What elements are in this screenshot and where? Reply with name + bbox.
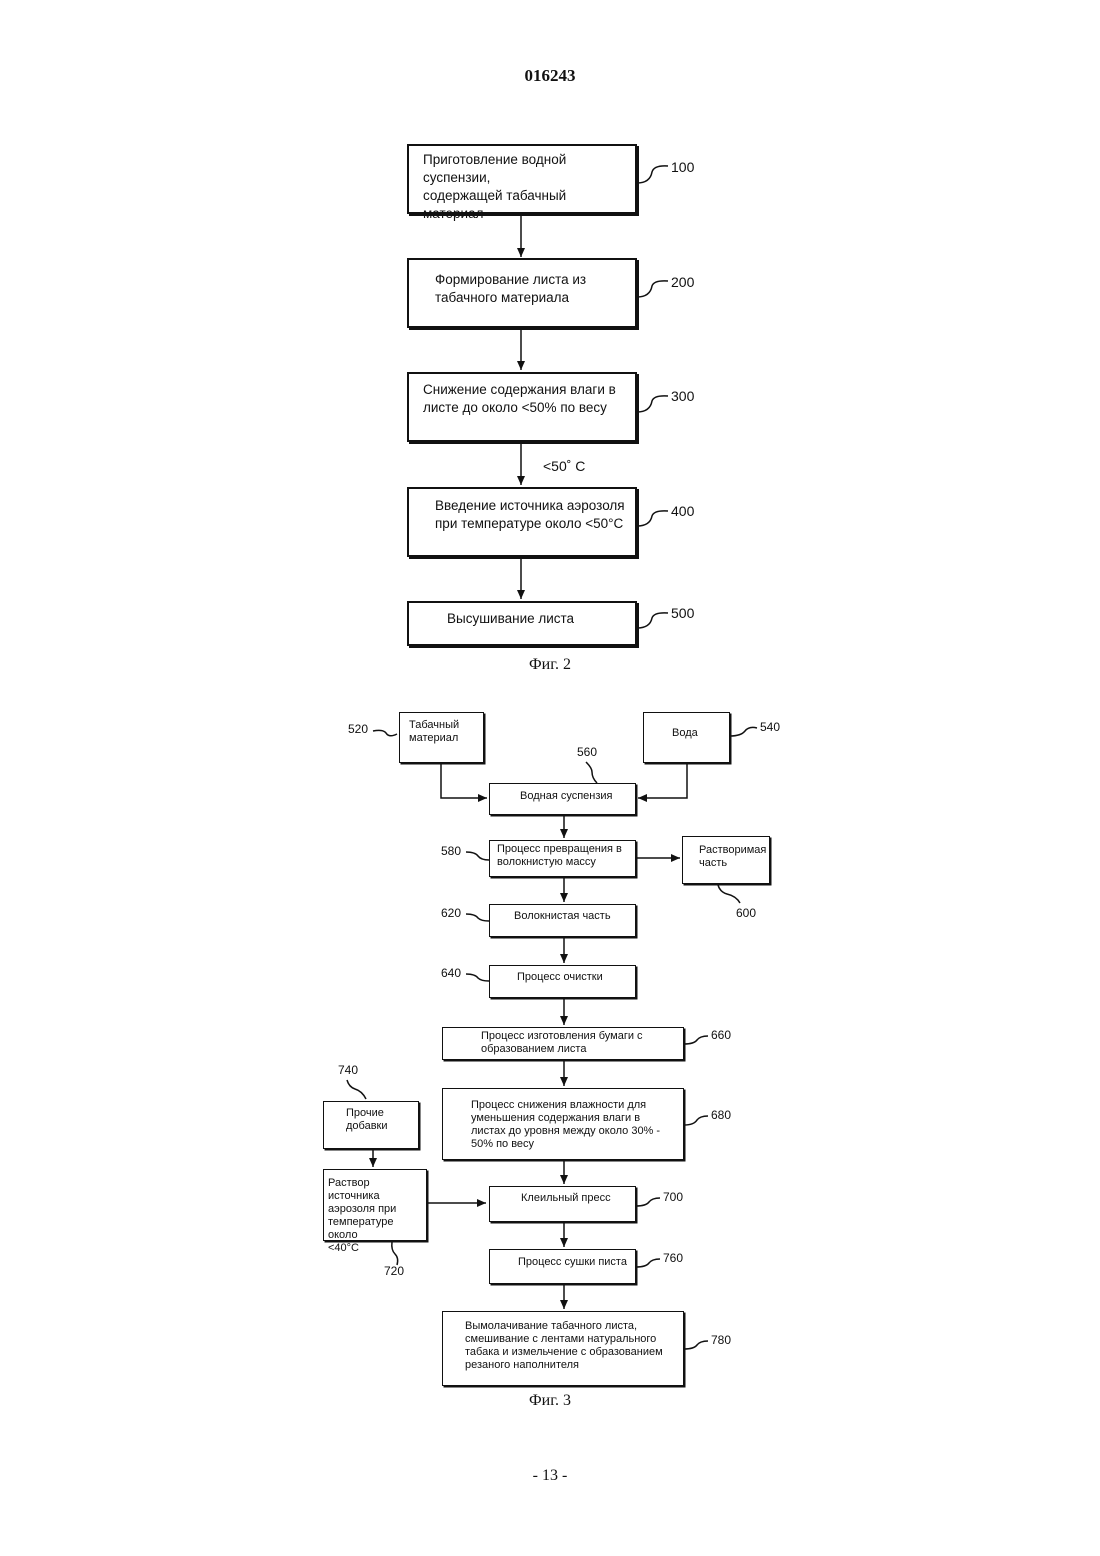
fig3-aqueous-slurry-label: Водная суспензия [520,790,631,803]
fig3-aerosol-solution-label: Раствор источника аэрозоля при температу… [328,1177,424,1255]
fig3-ref-560: 560 [577,745,597,759]
fig3-fibrous-portion-label: Волокнистая часть [514,910,631,923]
fig3-ref-640: 640 [441,966,461,980]
leader-740 [347,1080,366,1099]
fig3-pulping-process-label: Процесс превращения в волокнистую массу [497,843,631,869]
fig3-ref-620: 620 [441,906,461,920]
fig3-water-label: Вода [672,727,725,740]
leader-200 [637,281,668,297]
fig2-ref-300: 300 [671,388,694,404]
leader-680 [684,1116,708,1125]
fig3-aqueous-slurry: Водная суспензия [489,783,636,815]
leader-540 [730,727,757,736]
fig3-ref-740: 740 [338,1063,358,1077]
fig2-step-500: Высушивание листа [407,601,637,646]
fig2-step-500-label: Высушивание листа [447,610,627,628]
leader-560 [586,762,597,783]
fig3-caption: Фиг. 3 [0,1392,1100,1410]
leader-400 [637,511,668,526]
fig3-ref-520: 520 [348,722,368,736]
fig2-step-100: Приготовление водной суспензии, содержащ… [407,144,637,214]
fig2-step-300-label: Снижение содержания влаги в листе до око… [423,381,627,417]
leader-620 [466,914,489,921]
fig3-ref-600: 600 [736,906,756,920]
fig3-other-additives-label: Прочие добавки [346,1107,414,1133]
fig2-temperature-label: <50˚ С [543,458,585,474]
leader-300 [637,396,668,412]
fig2-step-400-label: Введение источника аэрозоля при температ… [435,497,627,533]
fig3-papermaking-process-label: Процесс изготовления бумаги с образовани… [481,1030,679,1056]
fig3-fibrous-portion: Волокнистая часть [489,904,636,937]
fig3-dewatering-process: Процесс снижения влажности для уменьшени… [442,1088,684,1160]
leader-700 [636,1198,660,1206]
fig3-ref-660: 660 [711,1028,731,1042]
fig3-ref-760: 760 [663,1251,683,1265]
fig3-size-press: Клеильный пресс [489,1186,636,1222]
leader-780 [684,1341,708,1349]
fig2-step-200: Формирование листа из табачного материал… [407,258,637,328]
fig2-ref-400: 400 [671,503,694,519]
fig3-soluble-portion-label: Растворимая часть [699,844,765,870]
fig2-ref-200: 200 [671,274,694,290]
fig3-ref-540: 540 [760,720,780,734]
fig3-ref-780: 780 [711,1333,731,1347]
fig3-papermaking-process: Процесс изготовления бумаги с образовани… [442,1027,684,1060]
fig3-tobacco-material-label: Табачный материал [409,719,479,745]
fig3-ref-680: 680 [711,1108,731,1122]
fig3-refining-process-label: Процесс очистки [517,971,631,984]
fig3-ref-720: 720 [384,1264,404,1278]
leader-520 [373,730,397,735]
fig3-pulping-process: Процесс превращения в волокнистую массу [489,840,636,877]
leader-660 [684,1036,708,1044]
leader-640 [466,974,489,981]
fig2-step-400: Введение источника аэрозоля при температ… [407,487,637,557]
fig3-other-additives: Прочие добавки [323,1101,419,1149]
fig2-ref-500: 500 [671,605,694,621]
fig3-final-processing: Вымолачивание табачного листа, смешивани… [442,1311,684,1386]
fig3-sheet-drying-process: Процесс сушки писта [489,1249,636,1284]
fig3-size-press-label: Клеильный пресс [521,1192,631,1205]
fig3-final-processing-label: Вымолачивание табачного листа, смешивани… [465,1320,679,1372]
fig3-soluble-portion: Растворимая часть [682,836,770,884]
fig3-ref-580: 580 [441,844,461,858]
leader-760 [636,1259,660,1267]
leader-500 [637,613,668,628]
fig3-sheet-drying-process-label: Процесс сушки писта [518,1256,631,1269]
fig3-arrow-water-slurry [638,763,687,798]
fig3-aerosol-solution: Раствор источника аэрозоля при температу… [323,1169,427,1241]
fig3-ref-700: 700 [663,1190,683,1204]
fig3-tobacco-material: Табачный материал [399,712,484,763]
leader-600 [718,885,740,903]
fig2-caption: Фиг. 2 [0,656,1100,674]
leader-580 [466,852,489,860]
document-number: 016243 [0,66,1100,86]
fig3-dewatering-process-label: Процесс снижения влажности для уменьшени… [471,1099,679,1151]
fig3-water: Вода [643,712,730,763]
fig3-arrow-tobacco-slurry [441,763,487,798]
leader-100 [637,166,668,183]
fig2-ref-100: 100 [671,159,694,175]
fig2-step-100-label: Приготовление водной суспензии, содержащ… [423,151,627,223]
page-number: - 13 - [0,1467,1100,1485]
fig2-step-300: Снижение содержания влаги в листе до око… [407,372,637,442]
fig3-refining-process: Процесс очистки [489,965,636,998]
fig2-step-200-label: Формирование листа из табачного материал… [435,271,627,307]
